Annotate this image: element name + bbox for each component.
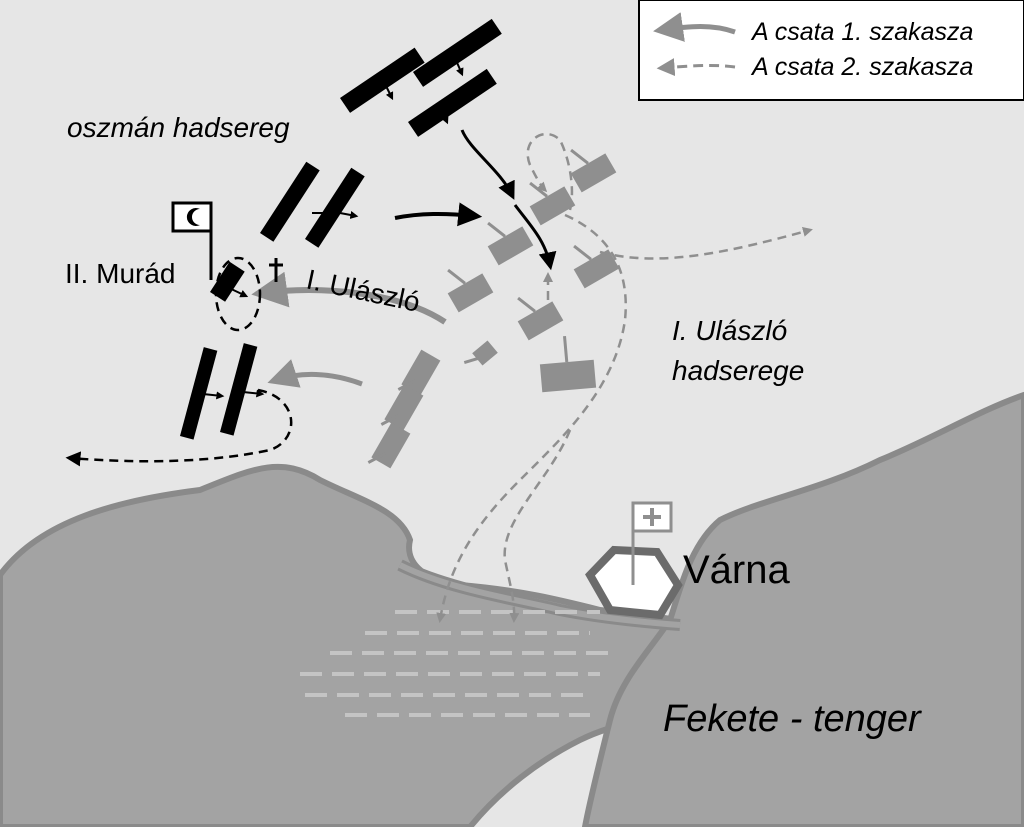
sea-label: Fekete - tenger	[663, 698, 922, 740]
murad-encirclement	[214, 256, 262, 332]
phase1-arrow-main	[251, 271, 447, 325]
ottoman-unit	[413, 18, 502, 87]
ulaszlo-army-label-line1: I. Ulászló	[672, 315, 787, 346]
ottoman-attack-arrow	[460, 129, 515, 200]
crescent-flag-icon	[171, 201, 213, 280]
ottoman-unit	[180, 347, 218, 440]
ottoman-attack-arrow	[513, 204, 557, 271]
christian-unit	[367, 422, 411, 469]
ottoman-army-label: oszmán hadsereg	[67, 112, 290, 143]
christian-unit	[380, 384, 424, 431]
legend-phase2-arrow	[656, 58, 736, 77]
ottoman-unit	[210, 261, 245, 302]
sea	[581, 391, 1024, 827]
ottoman-unit	[408, 68, 497, 137]
legend: A csata 1. szakasza A csata 2. szakasza	[638, 0, 1024, 101]
ottoman-unit	[260, 161, 320, 242]
christian-unit	[517, 296, 564, 341]
ottoman-units	[180, 18, 502, 440]
ottoman-attack-arrow	[394, 202, 483, 227]
varna-label: Várna	[683, 548, 790, 592]
christian-unit	[397, 349, 441, 396]
phase1-arrow-lower	[267, 359, 363, 388]
cross-flag-icon	[631, 501, 673, 585]
christian-unit	[573, 244, 620, 289]
christian-unit	[487, 221, 534, 266]
christian-unit	[463, 340, 498, 366]
phase2-arrows	[436, 132, 813, 623]
ottoman-unit	[340, 47, 425, 113]
legend-phase1-label: A csata 1. szakasza	[750, 18, 973, 46]
christian-unit	[539, 336, 597, 393]
marsh-dashes	[300, 610, 610, 717]
cross-icon	[269, 258, 283, 282]
legend-phase1-arrow	[653, 12, 736, 42]
christian-unit	[570, 148, 617, 193]
ottoman-unit	[220, 343, 258, 436]
ottoman-unit	[305, 167, 365, 248]
christian-units	[367, 148, 620, 469]
ulaszlo-army-label-line2: hadserege	[672, 355, 804, 386]
ottoman-retreat-arrow	[65, 388, 293, 467]
legend-phase2-label: A csata 2. szakasza	[750, 53, 973, 81]
murad-label: II. Murád	[65, 258, 175, 289]
christian-unit	[447, 268, 494, 313]
